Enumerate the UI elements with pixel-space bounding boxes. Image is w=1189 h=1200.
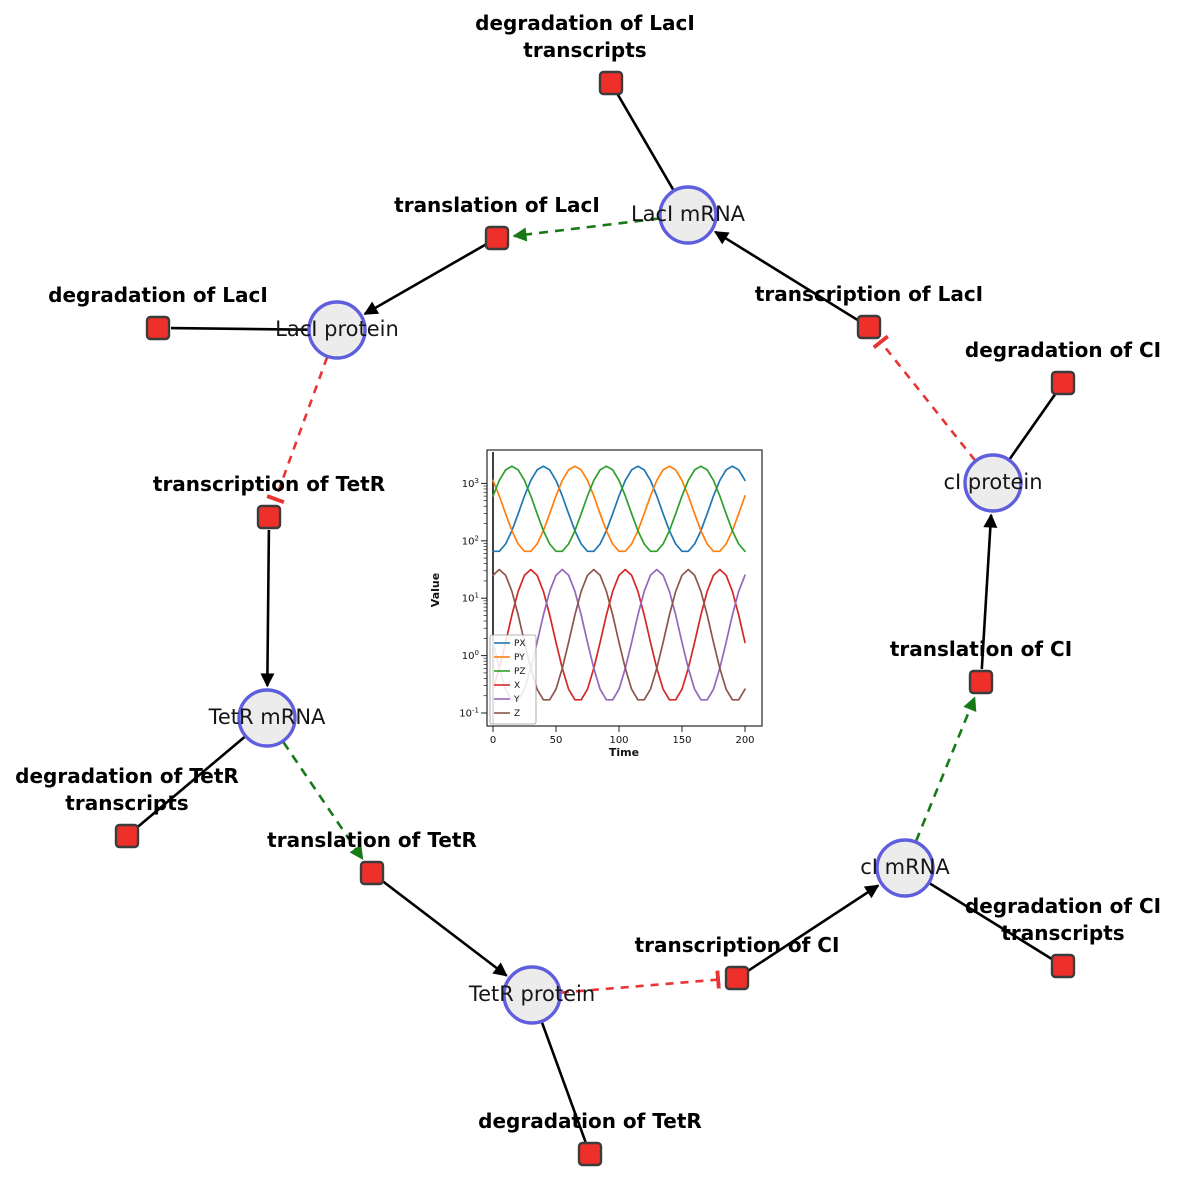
edge-inhibition-cI_protein-to-txn_lacI [872,334,977,462]
y-tick-label: 103 [462,477,479,490]
edge-consumption-cI_protein-to-deg_cI [1008,392,1057,460]
reaction-node-transl_cI[interactable] [968,669,994,695]
legend-label: PZ [514,667,526,677]
reaction-node-deg_cI_tx[interactable] [1050,953,1076,979]
edge-production-transl_tetR-to-tetR_protein [381,879,508,977]
legend-label: PX [514,639,526,649]
edge-production-transl_cI-to-cI_protein [980,513,998,670]
edge-consumption-lacI_protein-to-deg_lacI [170,326,309,331]
series-line-PY [492,465,746,553]
y-tick-label: 102 [462,534,479,547]
edge-modifier-cI_mRNA-to-transl_cI [914,696,977,842]
edge-modifier-tetR_mRNA-to-transl_tetR [282,741,364,861]
x-tick-label: 200 [735,735,754,746]
series-line-PZ [492,465,746,553]
series-line-X [492,568,746,701]
edge-production-txn_tetR-to-tetR_mRNA [260,529,275,688]
species-node-cI_protein[interactable] [963,453,1023,513]
reaction-node-deg_tetR[interactable] [577,1141,603,1167]
reaction-node-transl_tetR[interactable] [359,860,385,886]
species-node-cI_mRNA[interactable] [875,838,935,898]
reaction-node-deg_cI[interactable] [1050,370,1076,396]
y-tick-label: 101 [462,592,479,605]
reaction-node-txn_cI[interactable] [724,965,750,991]
species-node-tetR_protein[interactable] [502,965,562,1025]
edge-inhibition-lacI_protein-to-txn_tetR [266,356,329,505]
chart-svg: 10-1 100 101 102 103 0 50 100 150 200 PX PY PZ XYZ Tim… [429,449,763,759]
edge-production-transl_lacI-to-lacI_protein [363,243,487,316]
y-tick-label: 10-1 [459,707,479,720]
reaction-node-deg_tetR_tx[interactable] [114,823,140,849]
legend-box [489,634,537,725]
edge-consumption-tetR_mRNA-to-deg_tetR_tx [136,735,246,829]
series-line-PX [492,465,746,553]
reaction-node-deg_lacI[interactable] [145,315,171,341]
x-tick-label: 0 [490,735,496,746]
edge-consumption-tetR_protein-to-deg_tetR [540,1021,587,1143]
edge-consumption-lacI_mRNA-to-deg_lacI_tx [616,93,675,191]
x-tick-label: 150 [672,735,691,746]
x-tick-label: 100 [609,735,628,746]
legend-label: X [514,681,520,691]
reaction-node-txn_lacI[interactable] [856,314,882,340]
y-axis-label: Value [429,573,442,607]
species-node-tetR_mRNA[interactable] [237,688,297,748]
reaction-node-deg_lacI_tx[interactable] [598,70,624,96]
legend-label: Y [513,695,520,705]
edge-modifier-lacI_mRNA-to-transl_lacI [512,217,660,242]
y-tick-label: 100 [462,649,479,662]
x-axis-label: Time [609,746,639,759]
species-node-lacI_mRNA[interactable] [658,185,718,245]
legend-label: Z [514,709,520,719]
edge-inhibition-tetR_protein-to-txn_cI [560,970,721,994]
edge-consumption-cI_mRNA-to-deg_cI_tx [928,882,1053,961]
species-node-lacI_protein[interactable] [307,300,367,360]
edge-production-txn_lacI-to-lacI_mRNA [714,230,859,322]
reaction-node-txn_tetR[interactable] [256,504,282,530]
edge-production-txn_cI-to-cI_mRNA [747,884,880,972]
x-tick-label: 50 [550,735,563,746]
legend-label: PY [514,653,525,663]
reaction-node-transl_lacI[interactable] [484,225,510,251]
